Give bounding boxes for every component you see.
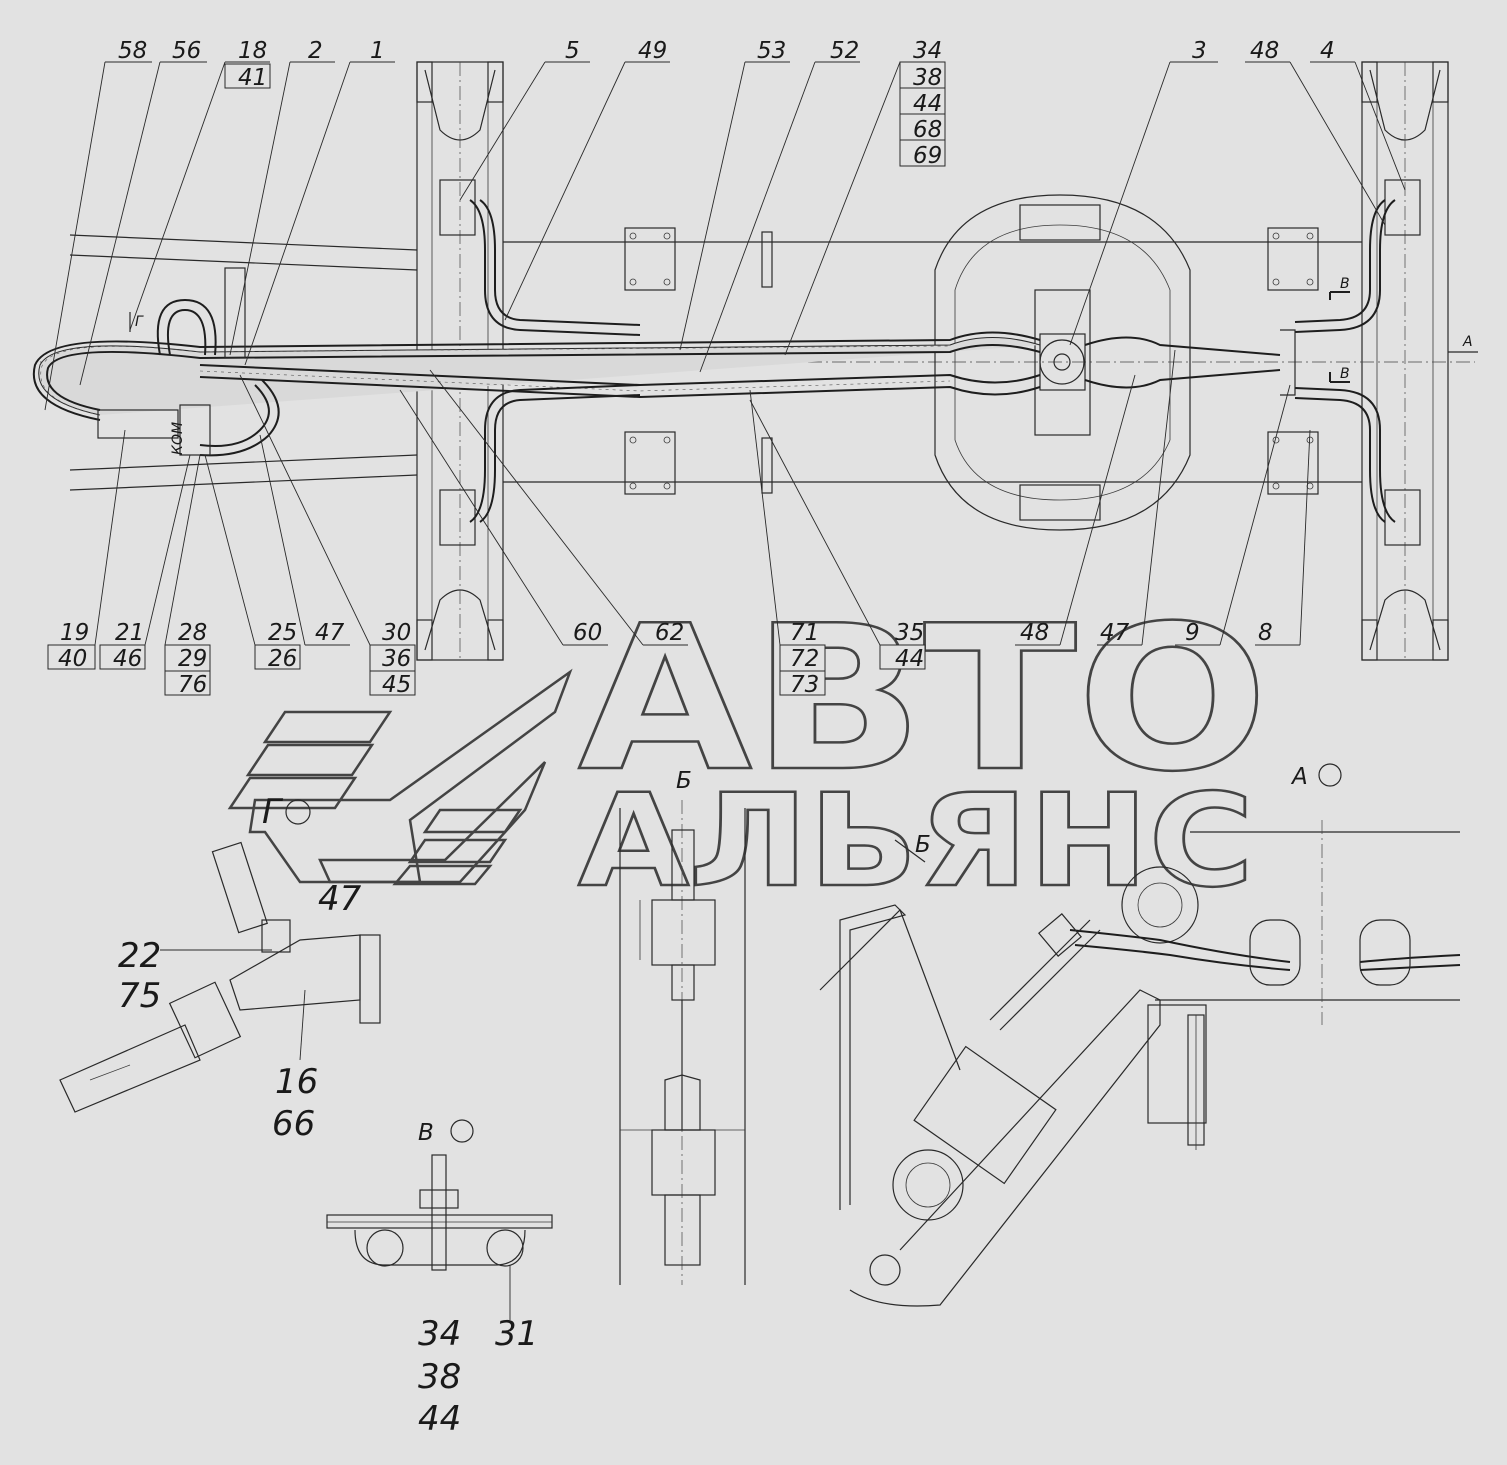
callout-labels-top: 58 56 18 41 2 1 5 49 53 52 34 38 44 68 6… bbox=[118, 38, 1335, 169]
callout-30: 30 bbox=[382, 620, 411, 646]
detail-g: Г 47 22 75 16 66 bbox=[59, 792, 381, 1144]
callout-26: 26 bbox=[268, 646, 297, 672]
callout-53: 53 bbox=[757, 38, 786, 64]
callout-9: 9 bbox=[1185, 620, 1200, 646]
callout-44: 44 bbox=[913, 91, 942, 117]
callout-69: 69 bbox=[913, 143, 942, 169]
detail-v-31: 31 bbox=[495, 1314, 538, 1354]
callout-44-bottom: 44 bbox=[895, 646, 924, 672]
detail-g-16: 16 bbox=[275, 1062, 318, 1102]
callout-35: 35 bbox=[895, 620, 924, 646]
callout-49: 49 bbox=[638, 38, 667, 64]
watermark-line1: АВТО bbox=[578, 583, 1268, 816]
callout-3: 3 bbox=[1192, 38, 1207, 64]
detail-g-75: 75 bbox=[118, 976, 161, 1016]
callout-29: 29 bbox=[178, 646, 207, 672]
callout-5: 5 bbox=[565, 38, 580, 64]
detail-v-44: 44 bbox=[418, 1399, 461, 1439]
detail-g-title: Г bbox=[262, 792, 284, 832]
callout-28: 28 bbox=[178, 620, 207, 646]
callout-62: 62 bbox=[655, 620, 684, 646]
callout-4: 4 bbox=[1320, 38, 1335, 64]
callout-47-left: 47 bbox=[315, 620, 345, 646]
detail-a: А Б bbox=[819, 763, 1461, 1307]
detail-g-22: 22 bbox=[118, 936, 161, 976]
callout-76: 76 bbox=[178, 672, 207, 698]
callout-48-bottom: 48 bbox=[1020, 620, 1049, 646]
callout-47-right: 47 bbox=[1100, 620, 1130, 646]
callout-36: 36 bbox=[382, 646, 411, 672]
callout-38: 38 bbox=[913, 65, 942, 91]
callout-60: 60 bbox=[573, 620, 602, 646]
section-marks: В В А Г КОМ bbox=[129, 276, 1478, 455]
callout-41: 41 bbox=[238, 65, 267, 91]
callout-58: 58 bbox=[118, 38, 147, 64]
detail-v: В 34 38 44 31 bbox=[326, 1119, 553, 1439]
callout-45: 45 bbox=[382, 672, 411, 698]
leader-lines bbox=[44, 61, 1406, 646]
mount-pad bbox=[624, 227, 1319, 495]
detail-g-66: 66 bbox=[272, 1104, 315, 1144]
detail-a-title: А bbox=[1290, 764, 1308, 790]
callout-18: 18 bbox=[238, 38, 267, 64]
detail-v-38: 38 bbox=[418, 1357, 461, 1397]
view-b-arrow-label: Б bbox=[915, 832, 931, 858]
detail-b-title: Б bbox=[676, 768, 692, 794]
callout-68: 68 bbox=[913, 117, 942, 143]
callout-71: 71 bbox=[790, 620, 819, 646]
detail-v-34: 34 bbox=[418, 1314, 461, 1354]
callout-48-top: 48 bbox=[1250, 38, 1279, 64]
callout-8: 8 bbox=[1258, 620, 1273, 646]
callout-56: 56 bbox=[172, 38, 201, 64]
section-v-bottom: В bbox=[1340, 366, 1350, 382]
watermark-logo bbox=[227, 668, 573, 886]
callout-52: 52 bbox=[830, 38, 859, 64]
callout-46: 46 bbox=[113, 646, 142, 672]
callout-25: 25 bbox=[268, 620, 297, 646]
callout-73: 73 bbox=[790, 672, 819, 698]
detail-b: Б bbox=[619, 768, 746, 1285]
callout-1: 1 bbox=[370, 38, 385, 64]
callout-19: 19 bbox=[60, 620, 89, 646]
callout-labels-bottom: 19 40 21 46 28 29 76 25 26 47 30 36 45 6… bbox=[47, 620, 1273, 698]
watermark-line2: АЛЬЯНС bbox=[578, 767, 1254, 916]
view-a-arrow: А bbox=[1462, 334, 1473, 350]
watermark: АВТО АЛЬЯНС bbox=[227, 582, 1269, 917]
callout-72: 72 bbox=[790, 646, 819, 672]
section-v-top: В bbox=[1340, 276, 1350, 292]
callout-40: 40 bbox=[58, 646, 87, 672]
detail-v-title: В bbox=[418, 1120, 434, 1146]
hose-runs bbox=[32, 199, 1396, 523]
view-g-arrow: Г bbox=[135, 314, 144, 330]
callout-21: 21 bbox=[115, 620, 144, 646]
kom-label: КОМ bbox=[170, 422, 186, 455]
callout-2: 2 bbox=[308, 38, 323, 64]
callout-34: 34 bbox=[913, 38, 942, 64]
detail-g-47: 47 bbox=[318, 879, 362, 919]
